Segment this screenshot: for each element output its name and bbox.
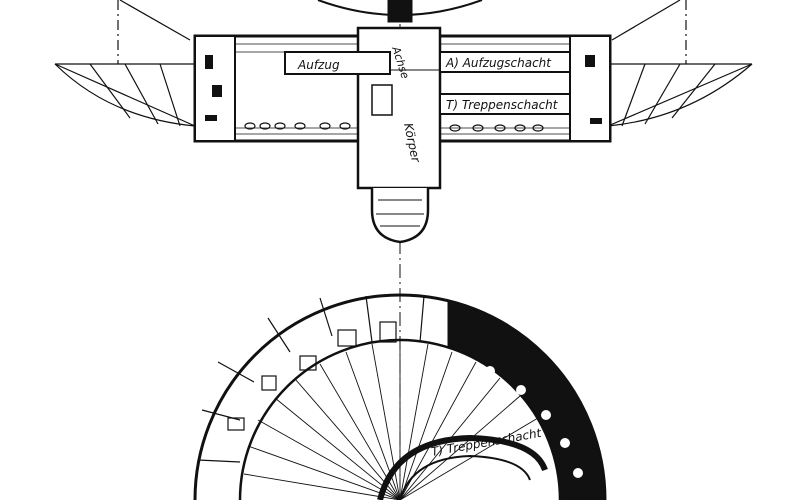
label-treppenschacht-top: T) Treppenschacht [446,98,559,112]
stair-shaft-curve [377,434,548,500]
porthole-row-left [244,122,351,130]
aufzug-box [284,51,391,75]
label-aufzugschacht: A) Aufzugschacht [445,56,552,70]
left-wing [54,0,200,127]
label-treppenschacht-bottom: T) Treppenschacht [430,426,543,459]
crew-figures [205,55,602,124]
stair-spokes [243,340,539,500]
treppenschacht-box [439,93,571,115]
central-shaft-inner [371,84,393,116]
cabin-partitions [197,295,425,463]
aufzugschacht-box [439,51,571,73]
label-aufzug: Aufzug [297,58,340,72]
side-elevation [54,0,753,500]
mirror-neck [387,0,413,23]
right-wing [600,0,753,127]
band-portholes [485,366,583,478]
lower-bulb [370,188,430,244]
porthole-row-right [449,124,544,132]
right-end-cap [569,35,611,142]
plan-view [193,293,607,500]
